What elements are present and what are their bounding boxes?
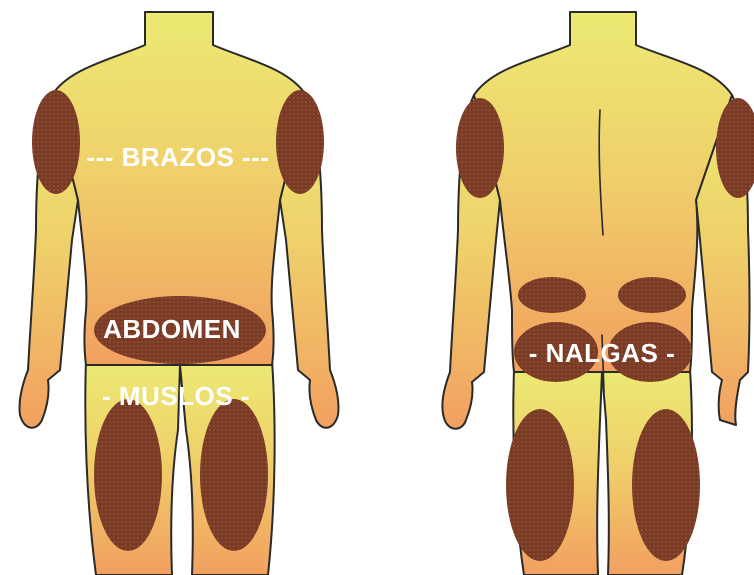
back-left-arm-zone [456,98,504,198]
back-left-upper-buttock-zone [518,277,586,313]
back-figure: - NALGAS - [442,12,754,575]
back-right-thigh-zone [632,409,700,561]
arms-label: --- BRAZOS --- [86,142,269,172]
front-figure: --- BRAZOS --- ABDOMEN - MUSLOS - [19,12,338,575]
front-left-arm-zone [32,90,80,194]
front-right-arm-zone [276,90,324,194]
back-torso [474,12,732,372]
thighs-label: - MUSLOS - [102,381,250,411]
front-right-thigh-zone [200,399,268,551]
buttocks-label: - NALGAS - [529,338,676,368]
abdomen-label: ABDOMEN [103,314,241,344]
back-left-thigh-zone [506,409,574,561]
back-right-upper-buttock-zone [618,277,686,313]
front-left-thigh-zone [94,399,162,551]
